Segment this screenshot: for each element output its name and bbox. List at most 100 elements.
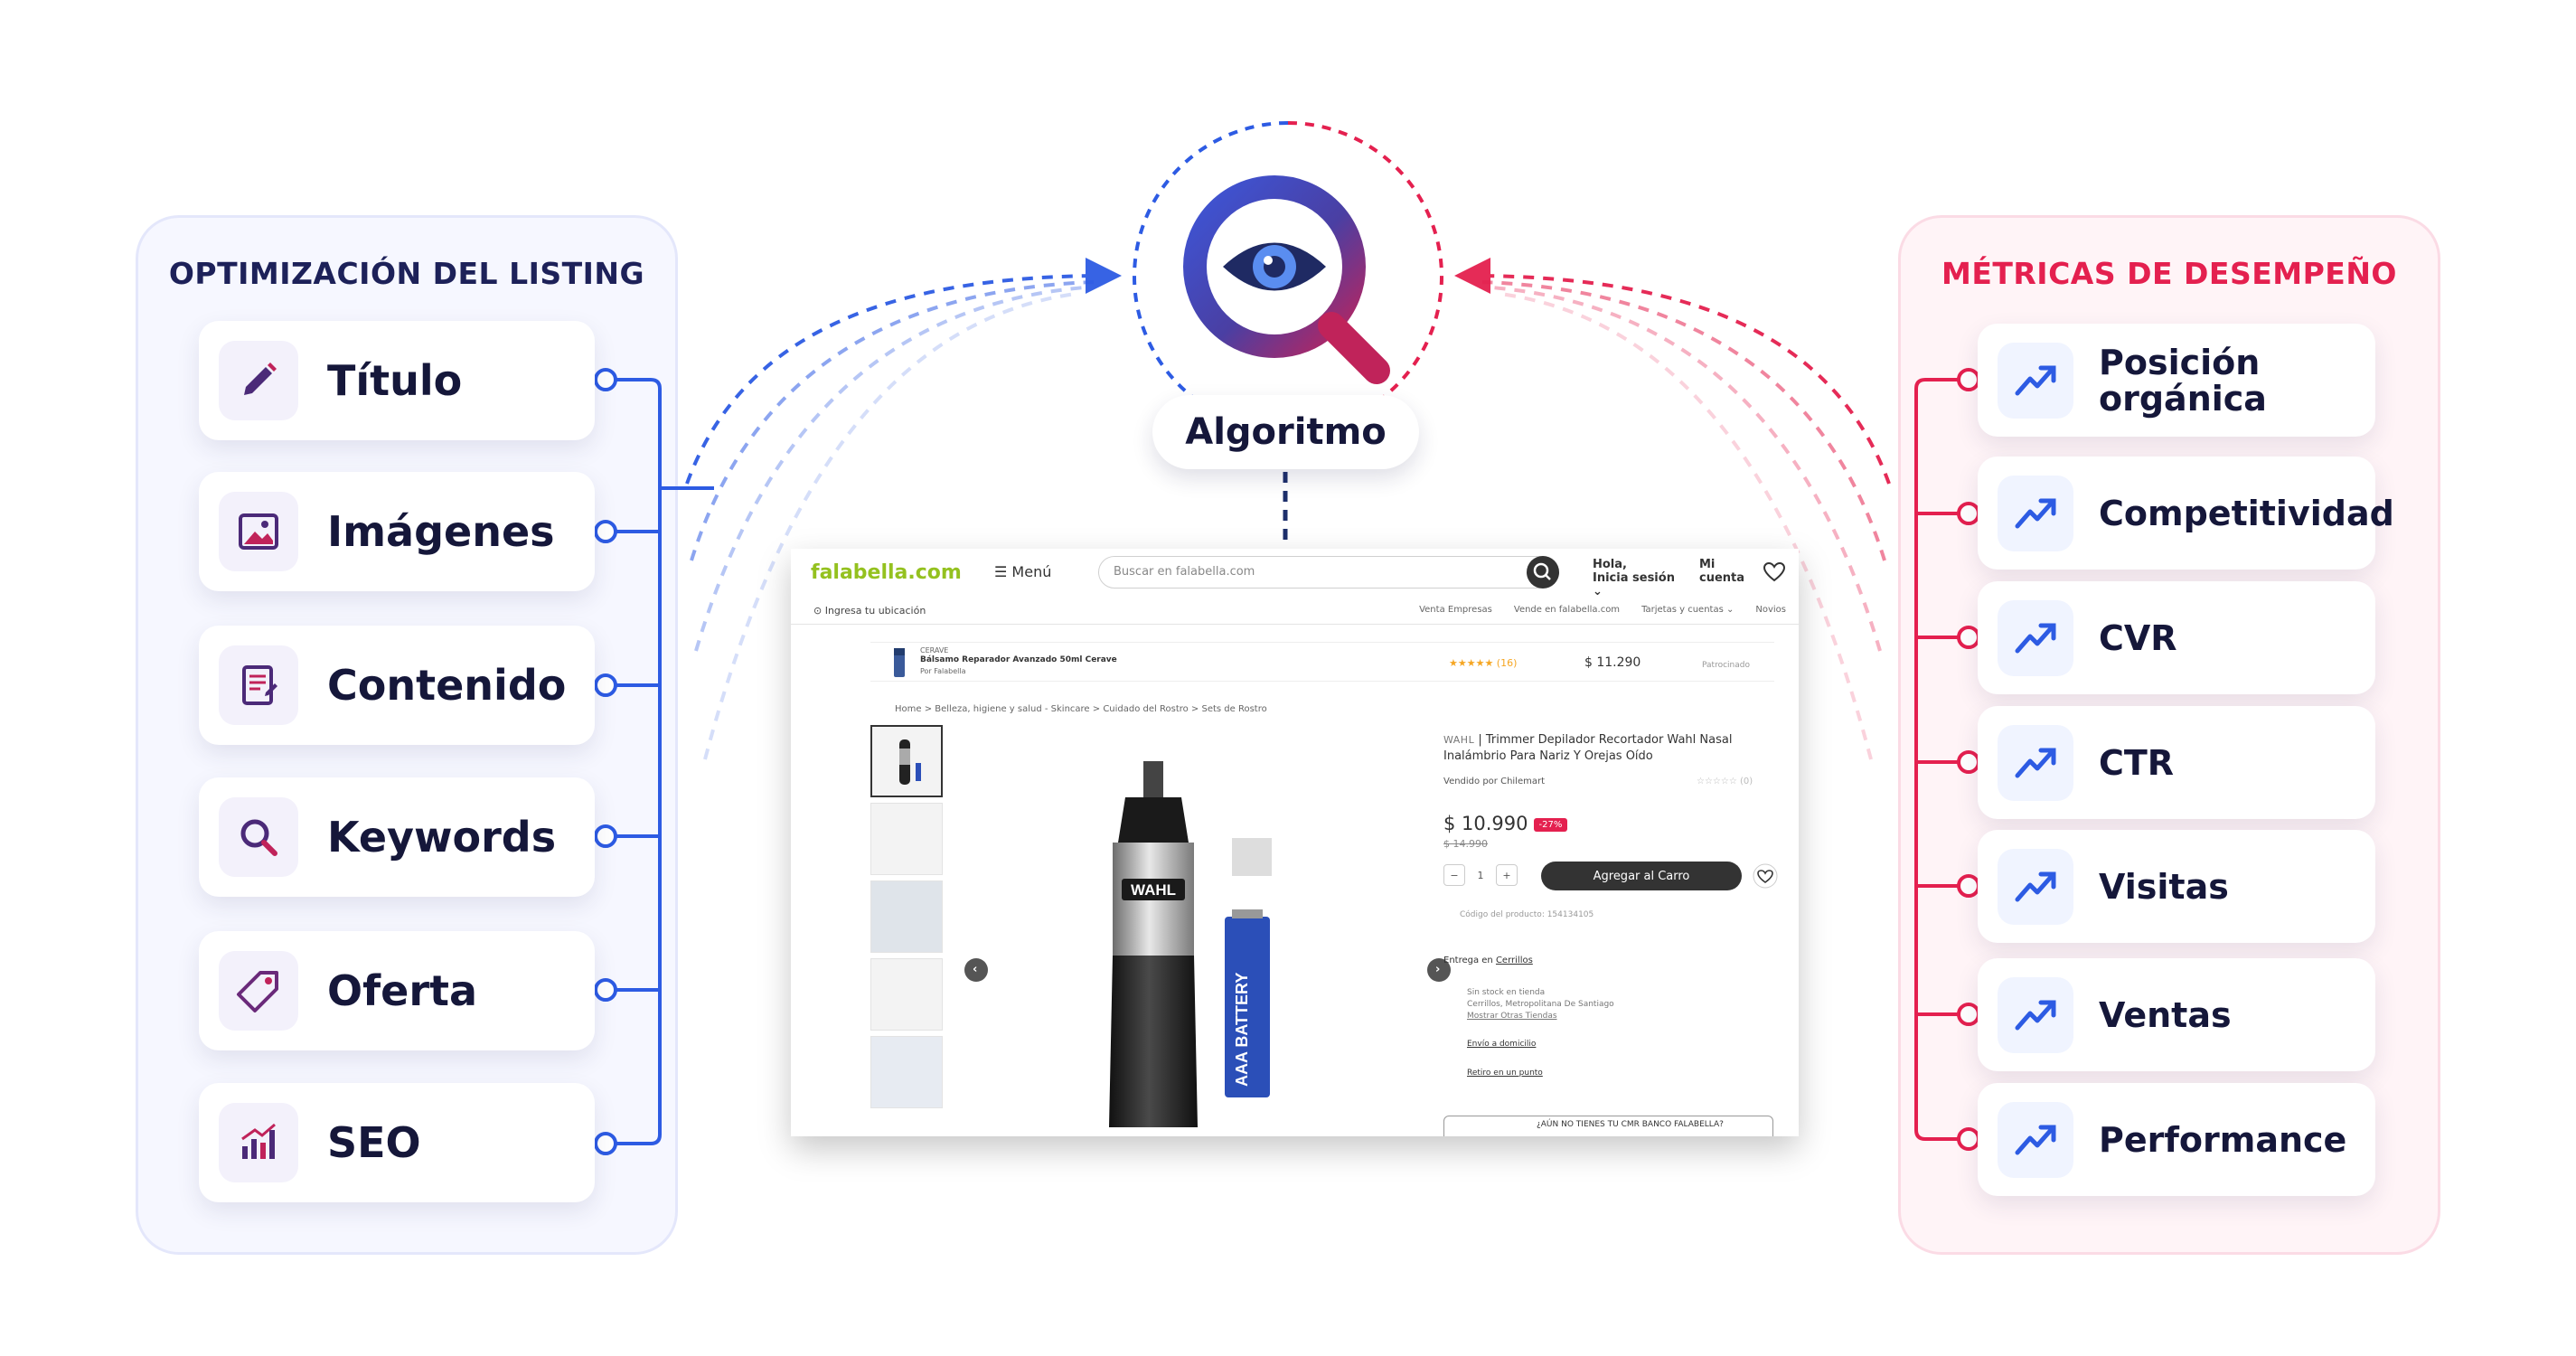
right-panel-title: MÉTRICAS DE DESEMPEÑO	[1941, 256, 2397, 291]
metric-card-sales: Ventas	[1978, 958, 2375, 1071]
product-image-gallery: ‹ ›	[954, 725, 1460, 1136]
listing-item-label: Contenido	[327, 661, 567, 710]
thumbnail[interactable]	[870, 958, 943, 1031]
algorithm-label: Algoritmo	[1152, 395, 1419, 469]
listing-card-images: Imágenes	[199, 472, 595, 591]
metric-card-cvr: CVR	[1978, 581, 2375, 694]
pickup-point-link[interactable]: Retiro en un punto	[1467, 1069, 1543, 1078]
heart-icon[interactable]	[1763, 561, 1786, 583]
metric-label: Ventas	[2099, 994, 2232, 1035]
search-icon	[240, 819, 277, 856]
discount-badge: -27%	[1533, 817, 1568, 832]
listing-item-label: Oferta	[327, 966, 478, 1015]
trimmer-brand-text: WAHL	[1131, 881, 1176, 899]
thumbnail[interactable]	[870, 1036, 943, 1108]
sublink[interactable]: Tarjetas y cuentas ⌄	[1641, 605, 1735, 615]
search-input[interactable]: Buscar en falabella.com	[1098, 556, 1559, 589]
home-delivery-link[interactable]: Envío a domicilio	[1467, 1040, 1537, 1049]
trend-up-icon	[2015, 1125, 2056, 1154]
tag-icon	[237, 971, 278, 1012]
sponsored-label: Patrocinado	[1702, 661, 1750, 670]
promo-rating: ★★★★★ (16)	[1449, 657, 1518, 669]
trimmer-product-image: WAHL AAA BATTERY	[1109, 761, 1272, 1127]
product-code: Código del producto: 154134105	[1460, 910, 1594, 919]
cmr-banner-text: ¿AÚN NO TIENES TU CMR BANCO FALABELLA?	[1537, 1120, 1724, 1129]
sublink[interactable]: Novios	[1755, 605, 1786, 615]
search-icon	[1533, 562, 1551, 580]
login-link[interactable]: Hola, Inicia sesión ⌄	[1593, 558, 1675, 598]
menu-button[interactable]: ☰ Menú	[994, 563, 1052, 580]
pencil-icon	[244, 363, 277, 395]
search-button[interactable]	[1527, 556, 1559, 589]
seller-info[interactable]: Vendido por Chilemart	[1443, 777, 1546, 786]
listing-card-content: Contenido	[199, 626, 595, 745]
product-brand[interactable]: WAHL	[1443, 734, 1475, 746]
breadcrumb[interactable]: Home > Belleza, higiene y salud - Skinca…	[895, 704, 1267, 714]
product-page-screenshot: falabella.com ☰ Menú Buscar en falabella…	[791, 549, 1799, 1136]
listing-item-label: Título	[327, 356, 463, 405]
account-link[interactable]: Mi cuenta	[1699, 558, 1745, 585]
product-price: $ 10.990 -27%	[1443, 813, 1568, 834]
product-name: | Trimmer Depilador Recortador Wahl Nasa…	[1443, 733, 1733, 763]
listing-card-title: Título	[199, 321, 595, 440]
trend-up-icon	[2015, 498, 2056, 528]
sponsored-product-banner[interactable]: CERAVE Bálsamo Reparador Avanzado 50ml C…	[870, 642, 1774, 682]
metric-card-competitiveness: Competitividad	[1978, 457, 2394, 570]
thumbnail[interactable]	[870, 803, 943, 875]
site-header: falabella.com ☰ Menú Buscar en falabella…	[791, 549, 1799, 598]
delivery-city-link[interactable]: Cerrillos	[1495, 956, 1533, 965]
product-rating: ☆☆☆☆☆ (0)	[1697, 777, 1753, 786]
price-value: $ 10.990	[1443, 813, 1528, 834]
metric-label: CTR	[2099, 742, 2175, 783]
delivery-location: Entrega en Cerrillos	[1443, 956, 1533, 965]
qty-value[interactable]: 1	[1477, 869, 1484, 881]
qty-increase-button[interactable]: +	[1496, 864, 1518, 886]
sublink[interactable]: Venta Empresas	[1419, 605, 1492, 615]
listing-card-keywords: Keywords	[199, 777, 595, 897]
eye-magnifier-icon	[1183, 175, 1390, 384]
battery-label: AAA BATTERY	[1233, 973, 1251, 1087]
listing-item-label: SEO	[327, 1118, 421, 1167]
metric-label-line1: Posición	[2099, 342, 2261, 382]
trend-up-icon	[2015, 1000, 2056, 1030]
thumbnail[interactable]	[870, 725, 943, 797]
site-logo[interactable]: falabella.com	[811, 561, 962, 584]
metric-label: Posición orgánica	[2099, 344, 2267, 417]
product-title: WAHL | Trimmer Depilador Recortador Wahl…	[1443, 732, 1760, 765]
promo-seller: Por Falabella	[920, 667, 966, 675]
metric-label: CVR	[2099, 617, 2177, 658]
bar-chart-icon	[241, 1123, 276, 1159]
quantity-stepper: − 1 +	[1443, 862, 1534, 889]
add-to-cart-button[interactable]: Agregar al Carro	[1541, 862, 1742, 890]
metric-label: Visitas	[2099, 866, 2229, 907]
metric-label-line2: orgánica	[2099, 378, 2267, 419]
left-panel-title: OPTIMIZACIÓN DEL LISTING	[168, 256, 645, 291]
thumbnail[interactable]	[870, 880, 943, 953]
qty-decrease-button[interactable]: −	[1443, 864, 1465, 886]
metric-card-ctr: CTR	[1978, 706, 2375, 819]
trimmer-thumbnail	[899, 739, 921, 785]
original-price: $ 14.990	[1443, 838, 1488, 850]
listing-item-label: Keywords	[327, 813, 557, 862]
metric-card-visits: Visitas	[1978, 830, 2375, 943]
wishlist-heart-icon[interactable]	[1753, 863, 1778, 889]
trend-up-icon	[2015, 623, 2056, 653]
location-link[interactable]: ⊙ Ingresa tu ubicación	[813, 605, 926, 617]
search-placeholder: Buscar en falabella.com	[1114, 565, 1255, 579]
sub-links: Venta Empresas Vende en falabella.com Ta…	[1419, 605, 1786, 615]
metric-label: Competitividad	[2099, 493, 2394, 533]
cmr-banner[interactable]: ¿AÚN NO TIENES TU CMR BANCO FALABELLA?	[1443, 1116, 1773, 1136]
trend-up-icon	[2015, 871, 2056, 901]
sublink[interactable]: Vende en falabella.com	[1513, 605, 1621, 615]
metric-card-organic-position: Posición orgánica	[1978, 324, 2375, 437]
promo-brand: CERAVE	[920, 646, 949, 654]
gallery-prev-button[interactable]: ‹	[964, 958, 988, 982]
other-stores-link[interactable]: Mostrar Otras Tiendas	[1467, 1012, 1557, 1021]
metric-card-performance: Performance	[1978, 1083, 2375, 1196]
image-icon	[239, 513, 278, 550]
promo-name: Bálsamo Reparador Avanzado 50ml Cerave	[920, 655, 1117, 664]
promo-price: $ 11.290	[1584, 655, 1641, 670]
thumbnail-strip	[870, 725, 945, 1114]
gallery-next-button[interactable]: ›	[1427, 958, 1451, 982]
